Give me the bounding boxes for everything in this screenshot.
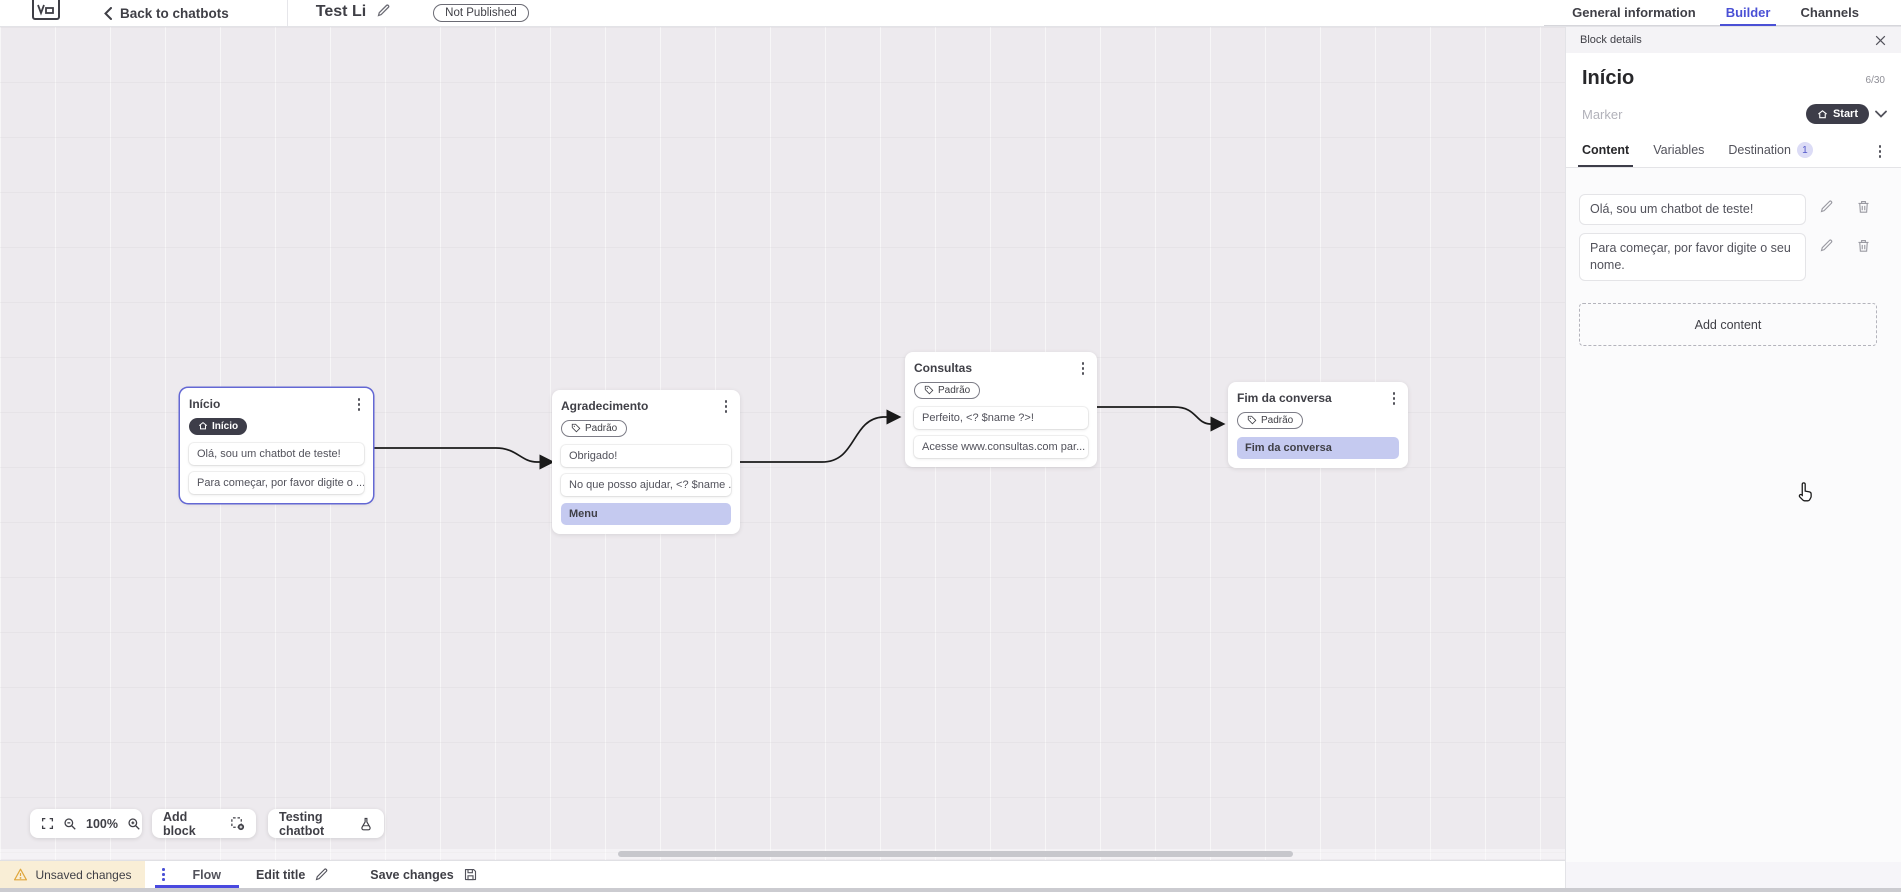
panel-footer xyxy=(1566,862,1901,888)
node-title: Consultas xyxy=(914,361,973,376)
node-content-row[interactable]: Obrigado! xyxy=(561,445,731,467)
node-content-row[interactable]: Para começar, por favor digite o ... xyxy=(189,472,364,494)
back-to-chatbots-button[interactable]: Back to chatbots xyxy=(104,6,229,21)
tab-general-information[interactable]: General information xyxy=(1572,5,1696,20)
flow-canvas[interactable]: Início Início Olá, sou um chatbot de tes… xyxy=(0,27,1565,860)
chevron-left-icon xyxy=(104,6,112,20)
panel-kebab-menu-icon[interactable] xyxy=(1875,143,1886,160)
node-content-row[interactable]: Acesse www.consultas.com par... xyxy=(914,436,1088,458)
testing-chatbot-button[interactable]: Testing chatbot xyxy=(268,809,384,838)
close-icon[interactable] xyxy=(1874,34,1887,47)
flask-icon xyxy=(359,817,373,831)
flow-node-agradecimento[interactable]: Agradecimento Padrão Obrigado! No que po… xyxy=(552,390,740,534)
tab-destination[interactable]: Destination 1 xyxy=(1728,136,1813,167)
edit-title-button[interactable]: Edit title xyxy=(256,867,329,882)
unsaved-changes-label: Unsaved changes xyxy=(35,867,132,882)
node-title: Agradecimento xyxy=(561,399,649,414)
tag-badge: Padrão xyxy=(1237,411,1304,429)
node-kebab-menu-icon[interactable] xyxy=(354,396,365,413)
start-marker-badge: Início xyxy=(189,417,248,435)
edit-content-icon[interactable] xyxy=(1819,238,1834,253)
marker-label: Marker xyxy=(1582,106,1623,122)
window-edge xyxy=(0,888,1901,892)
node-kebab-menu-icon[interactable] xyxy=(1078,360,1089,377)
flow-node-fim[interactable]: Fim da conversa Padrão Fim da conversa xyxy=(1228,382,1408,468)
header-divider xyxy=(286,0,288,26)
fullscreen-icon[interactable] xyxy=(41,817,54,830)
tag-badge: Padrão xyxy=(561,419,628,437)
save-icon xyxy=(463,867,478,882)
add-block-label: Add block xyxy=(163,809,196,838)
canvas-hscrollbar-thumb[interactable] xyxy=(618,851,1293,857)
pencil-icon xyxy=(314,867,329,882)
hand-cursor-icon xyxy=(1794,480,1816,509)
delete-content-icon[interactable] xyxy=(1856,199,1871,214)
panel-tabs: Content Variables Destination 1 xyxy=(1566,136,1901,168)
content-text-card[interactable]: Olá, sou um chatbot de teste! xyxy=(1579,194,1806,225)
node-end-row[interactable]: Fim da conversa xyxy=(1237,437,1399,459)
back-label: Back to chatbots xyxy=(120,5,229,21)
home-icon xyxy=(198,421,208,431)
block-details-panel: Block details Início 6/30 Marker Start C… xyxy=(1565,27,1901,892)
flow-node-inicio[interactable]: Início Início Olá, sou um chatbot de tes… xyxy=(180,388,373,503)
node-kebab-menu-icon[interactable] xyxy=(1389,390,1400,407)
node-content-row[interactable]: Perfeito, <? $name ?>! xyxy=(914,407,1088,429)
node-content-row[interactable]: Olá, sou um chatbot de teste! xyxy=(189,443,364,465)
zoom-out-icon[interactable] xyxy=(63,817,77,831)
block-name[interactable]: Início xyxy=(1582,67,1635,89)
edit-title-icon[interactable] xyxy=(376,3,391,23)
zoom-controls: 100% xyxy=(30,809,142,838)
node-menu-row[interactable]: Menu xyxy=(561,503,731,525)
add-block-button[interactable]: Add block xyxy=(152,809,256,838)
save-changes-button[interactable]: Save changes xyxy=(370,867,477,882)
tab-builder[interactable]: Builder xyxy=(1719,0,1777,26)
tab-flow[interactable]: Flow xyxy=(153,861,240,888)
status-badge: Not Published xyxy=(433,4,529,22)
tab-content[interactable]: Content xyxy=(1577,137,1634,167)
tag-badge: Padrão xyxy=(914,381,981,399)
chatbot-title: Test Li xyxy=(315,3,367,20)
testing-chatbot-label: Testing chatbot xyxy=(279,809,325,838)
node-title: Início xyxy=(189,397,221,412)
tag-icon xyxy=(924,385,934,395)
home-icon xyxy=(1817,109,1828,120)
zoom-level: 100% xyxy=(86,816,118,831)
content-text-card[interactable]: Para começar, por favor digite o seu nom… xyxy=(1579,233,1806,281)
tab-variables[interactable]: Variables xyxy=(1653,143,1705,157)
char-counter: 6/30 xyxy=(1865,75,1885,86)
flow-kebab-menu-icon[interactable] xyxy=(158,866,169,883)
top-header: Back to chatbots Test Li Not Published G… xyxy=(0,0,1901,27)
header-tabs: General information Builder Channels xyxy=(1544,0,1901,26)
tag-icon xyxy=(1247,415,1257,425)
canvas-hscrollbar-track[interactable] xyxy=(0,849,1565,859)
zoom-in-icon[interactable] xyxy=(127,817,141,831)
node-title: Fim da conversa xyxy=(1237,391,1332,406)
flow-node-consultas[interactable]: Consultas Padrão Perfeito, <? $name ?>! … xyxy=(905,352,1097,467)
chevron-down-icon[interactable] xyxy=(1875,110,1887,118)
add-content-button[interactable]: Add content xyxy=(1579,303,1877,346)
tag-icon xyxy=(571,423,581,433)
panel-title: Block details xyxy=(1580,34,1642,46)
node-content-row[interactable]: No que posso ajudar, <? $name ... xyxy=(561,474,731,496)
delete-content-icon[interactable] xyxy=(1856,238,1871,253)
marker-start-pill[interactable]: Start xyxy=(1805,104,1869,124)
app-logo[interactable] xyxy=(30,0,62,25)
edit-content-icon[interactable] xyxy=(1819,199,1834,214)
unsaved-changes-indicator: Unsaved changes xyxy=(0,861,145,888)
node-kebab-menu-icon[interactable] xyxy=(721,398,732,415)
bottom-bar: Unsaved changes Flow Edit title Save cha… xyxy=(0,860,1565,888)
destination-count-badge: 1 xyxy=(1796,142,1813,158)
warning-icon xyxy=(13,868,28,881)
tab-channels[interactable]: Channels xyxy=(1800,5,1859,20)
add-block-icon xyxy=(230,816,245,831)
